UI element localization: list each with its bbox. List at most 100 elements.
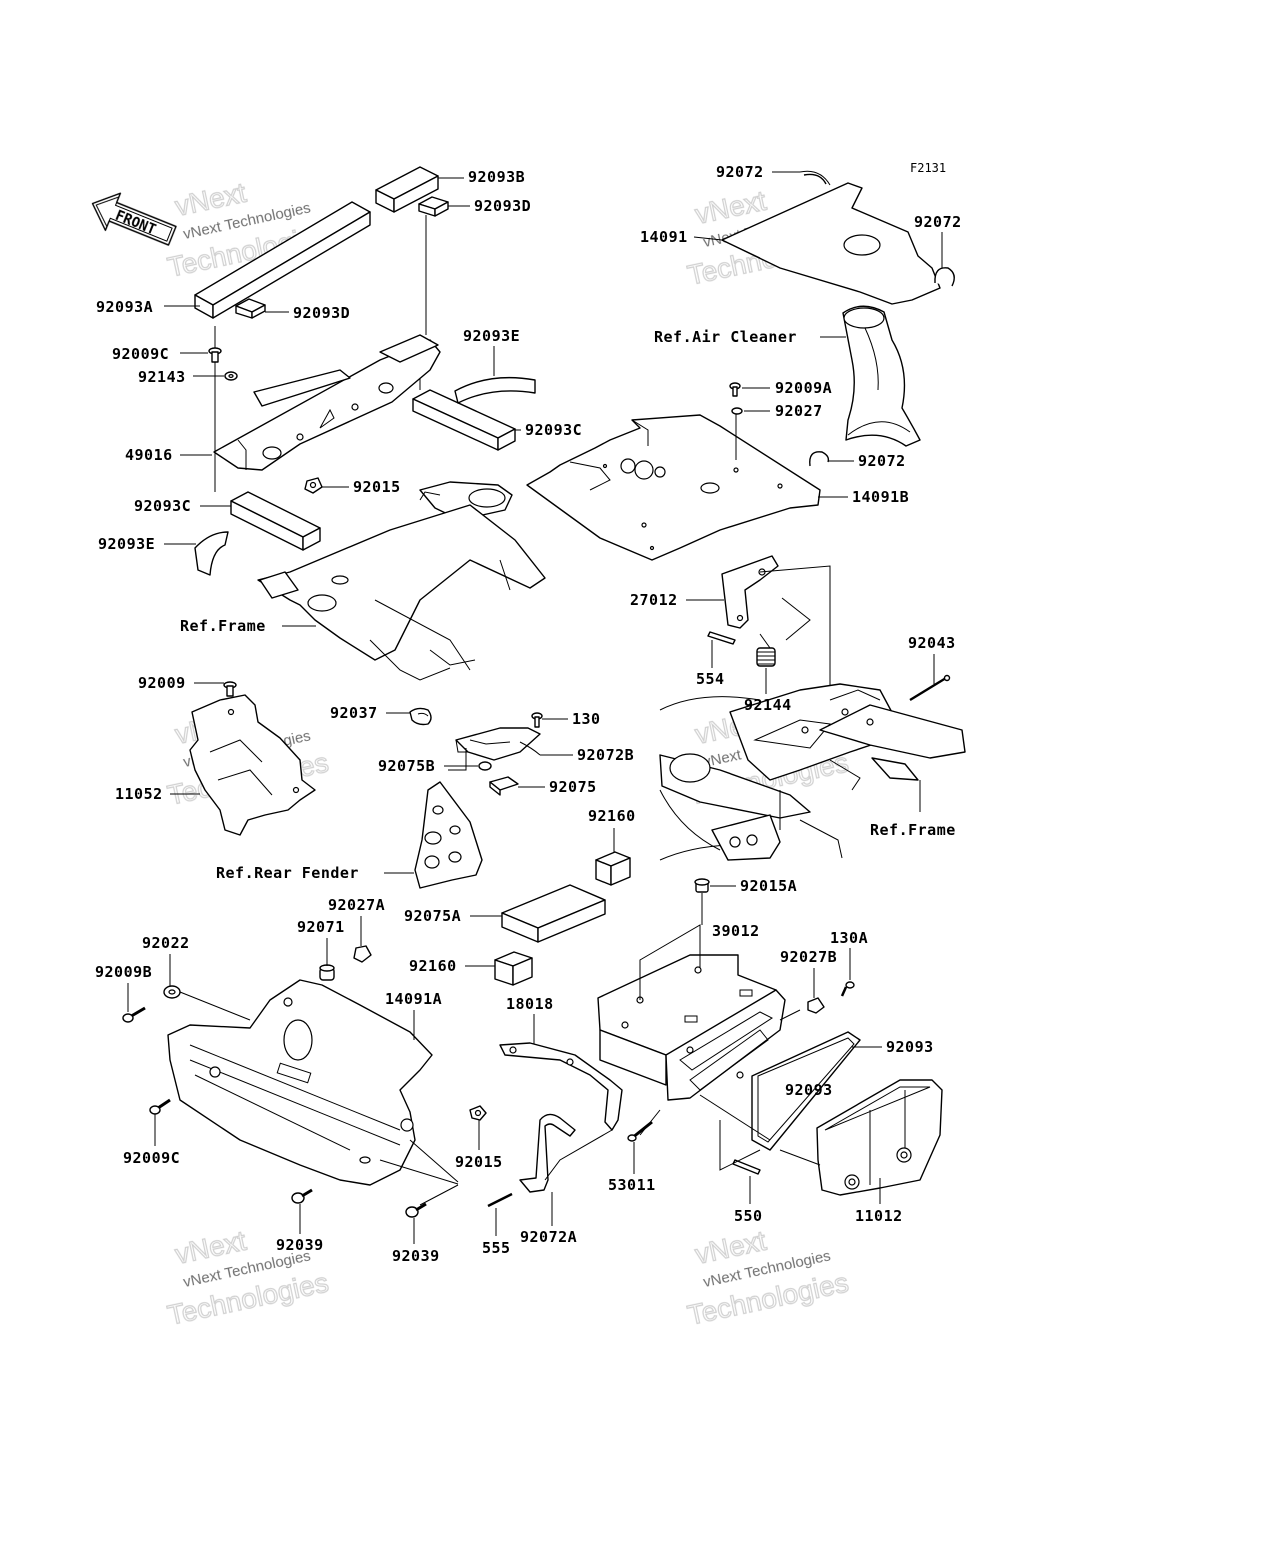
label-92093C-right: 92093C <box>525 421 582 439</box>
label-92160-mid: 92160 <box>409 957 457 975</box>
label-130: 130 <box>572 710 601 728</box>
bolt-92039-right <box>405 1202 427 1218</box>
plate-14091B <box>526 414 821 561</box>
spring-92144 <box>756 633 776 667</box>
label-92009B: 92009B <box>95 963 152 981</box>
grommet-92071 <box>319 964 335 981</box>
bolt-130A <box>840 981 855 997</box>
label-550: 550 <box>734 1207 763 1225</box>
label-555: 555 <box>482 1239 511 1257</box>
cover-leader-lines <box>179 991 459 1206</box>
label-92009A: 92009A <box>775 379 832 397</box>
bracket-92072B <box>455 727 541 761</box>
label-92160-top: 92160 <box>588 807 636 825</box>
label-92093C-left: 92093C <box>134 497 191 515</box>
label-92093-right: 92093 <box>886 1038 934 1056</box>
label-14091B: 14091B <box>852 488 909 506</box>
rod-92043 <box>909 674 951 702</box>
label-ref-frame-left: Ref.Frame <box>180 617 266 635</box>
foam-pad-92093D-mid <box>235 298 266 319</box>
label-92043: 92043 <box>908 634 956 652</box>
grommet-92015A <box>694 878 710 893</box>
bracket-27012 <box>721 555 779 629</box>
label-92093D-top: 92093D <box>474 197 531 215</box>
label-92015-bottom: 92015 <box>455 1153 503 1171</box>
label-92093-mid: 92093 <box>785 1081 833 1099</box>
bolt-92009A <box>729 382 741 397</box>
battery-case-leaders <box>639 893 801 1021</box>
label-92072A: 92072A <box>520 1228 577 1246</box>
watermark-bottom-left: vNext vNext Technologies Technologies <box>164 1224 332 1331</box>
nut-92027A <box>353 945 372 963</box>
clip-92072-top <box>799 170 831 186</box>
label-92075B: 92075B <box>378 757 435 775</box>
battery-band-92072A <box>519 1113 576 1193</box>
label-92009C-bottom: 92009C <box>123 1149 180 1167</box>
label-18018: 18018 <box>506 995 554 1013</box>
nut-92015-top <box>304 477 323 494</box>
foam-pad-92093E-left <box>194 531 229 576</box>
nut-92027B <box>807 997 825 1014</box>
label-92072B: 92072B <box>577 746 634 764</box>
label-92093E-left: 92093E <box>98 535 155 553</box>
gasket-92093 <box>751 1031 861 1151</box>
label-49016: 49016 <box>125 446 173 464</box>
battery-case-39012 <box>597 954 786 1101</box>
label-92093B: 92093B <box>468 168 525 186</box>
label-92075: 92075 <box>549 778 597 796</box>
label-92027: 92027 <box>775 402 823 420</box>
watermark-bottom-right: vNext vNext Technologies Technologies <box>684 1224 852 1331</box>
foam-pad-92093A <box>194 201 371 319</box>
label-92072-top: 92072 <box>716 163 764 181</box>
label-92071: 92071 <box>297 918 345 936</box>
air-cleaner-duct <box>842 305 921 447</box>
label-92072-right: 92072 <box>914 213 962 231</box>
label-92027A: 92027A <box>328 896 385 914</box>
pin-555 <box>487 1192 513 1208</box>
bolt-92009B <box>122 1006 146 1023</box>
bolt-92009C-top <box>208 347 222 363</box>
label-92022: 92022 <box>142 934 190 952</box>
battery-11012 <box>816 1079 943 1196</box>
label-92027B: 92027B <box>780 948 837 966</box>
bolt-92009 <box>223 681 237 697</box>
clip-92072-right <box>934 267 955 287</box>
label-ref-frame-right: Ref.Frame <box>870 821 956 839</box>
foam-pad-92093C-right <box>412 389 516 451</box>
label-554: 554 <box>696 670 725 688</box>
label-92093A: 92093A <box>96 298 153 316</box>
foam-pad-92093E-top <box>454 376 536 404</box>
label-92093D-mid: 92093D <box>293 304 350 322</box>
label-92093E-top: 92093E <box>463 327 520 345</box>
pad-92160-mid <box>494 951 533 986</box>
rear-fender-stay <box>414 781 483 889</box>
nut-92015-bottom <box>469 1105 487 1121</box>
clip-92072-mid <box>809 451 830 467</box>
callout-labels: 92093B 92093D 92093A 92093D 92009C 92143… <box>95 163 962 1265</box>
pad-92075 <box>489 776 519 796</box>
label-92039-right: 92039 <box>392 1247 440 1265</box>
label-11012: 11012 <box>855 1207 903 1225</box>
bolt-92039-left <box>291 1188 313 1204</box>
label-92144: 92144 <box>744 696 792 714</box>
label-27012: 27012 <box>630 591 678 609</box>
label-92037: 92037 <box>330 704 378 722</box>
figure-code: F2131 <box>910 161 946 175</box>
label-92072-mid: 92072 <box>858 452 906 470</box>
foam-pad-92093B <box>375 166 439 213</box>
pin-550 <box>732 1159 761 1175</box>
foam-pad-92093C-left <box>230 491 321 551</box>
label-92039-left: 92039 <box>276 1236 324 1254</box>
label-92009: 92009 <box>138 674 186 692</box>
frame-left <box>257 481 546 681</box>
bolt-130 <box>531 712 543 728</box>
washer-92027 <box>731 407 743 415</box>
clip-92037 <box>409 707 432 726</box>
label-92009C-top: 92009C <box>112 345 169 363</box>
guard-11052 <box>189 694 316 836</box>
cover-14091 <box>721 182 941 305</box>
pad-92160-top <box>595 851 631 886</box>
label-14091: 14091 <box>640 228 688 246</box>
